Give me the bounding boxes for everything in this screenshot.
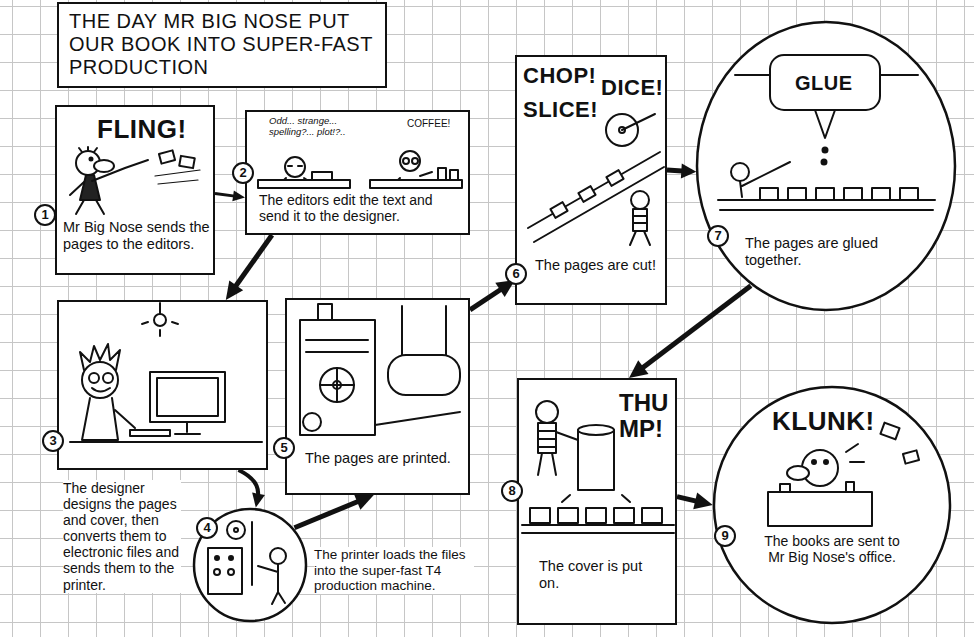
title-box: THE DAY MR BIG NOSE PUT OUR BOOK INTO SU… [57,2,387,88]
callout-number: 5 [273,437,295,459]
caption: The designer designs the pages and cover… [63,480,181,593]
arrow-head [226,280,243,300]
caption: The cover is put on. [539,558,659,591]
comic-panel: CHOP!SLICE!DICE!6The pages are cut! [515,55,667,305]
caption: The editors edit the text and send it to… [259,192,464,224]
circle-panel: GLUE 7 The pages are glued together. [695,20,957,312]
circle-panel: 4The printer loads the files into the su… [192,507,308,623]
callout-number: 9 [714,525,736,547]
arrow-shaft [294,500,362,528]
comic-panel: 5The pages are printed. [285,298,470,495]
sound-effect: FLING! [97,115,187,145]
speech-note: COFFEE! [407,118,465,130]
caption: The pages are glued together. [745,235,910,268]
speech-note: Odd... strange... spelling?... plot!?.. [269,116,347,138]
callout-number: 2 [232,162,254,184]
caption: The pages are cut! [535,257,660,274]
comic-panel: 3The designer designs the pages and cove… [57,300,268,470]
arrow-head [629,360,648,378]
mr-big-nose-at-desk [768,423,919,526]
caption: The books are sent to Mr Big Nose's offi… [757,533,907,565]
arrow-head [693,493,712,510]
arrow-head [232,190,245,201]
panel-outline-shape [714,387,950,623]
sound-effect: KLUNK! [772,407,875,437]
callout-number: 3 [42,430,64,452]
flow-arrow [470,280,515,310]
glue-machine [718,55,935,210]
callout-number: 6 [505,263,527,285]
flow-arrow [226,235,272,300]
panel-fills [55,21,956,625]
panel-outline-shape [194,509,306,621]
comic-panel: 8THU MP!The cover is put on. [517,378,677,625]
callout-number: 7 [707,225,729,247]
bottle-label: GLUE [795,72,853,95]
comic-panel: 1FLING!Mr Big Nose sends the pages to th… [55,105,215,275]
circle-panel: KLUNK! 9 The books are sent to Mr Big Nose… [712,385,952,625]
arrow-head [354,494,374,510]
sound-effect: SLICE! [523,97,598,122]
flow-arrow [294,494,373,528]
editors-at-desks [258,151,462,188]
flow-arrow [238,470,264,508]
designer-at-computer [70,303,262,442]
arrow-head [252,493,265,508]
arrow-shaft [639,286,751,371]
callout-number: 4 [196,517,218,539]
title-text: THE DAY MR BIG NOSE PUT OUR BOOK INTO SU… [69,10,375,79]
flow-arrow [677,493,713,510]
mr-big-nose-flinging [70,147,200,214]
caption: The pages are printed. [305,450,455,467]
arrow-shaft [470,287,504,310]
panel-outline-shape [697,22,955,310]
caption: The printer loads the files into the sup… [314,547,474,594]
printing-machine [300,304,460,435]
comic-panel: 2Odd... strange... spelling?... plot!?..… [245,110,470,235]
sound-effect: THU MP! [619,390,675,443]
callout-number: 1 [34,204,56,226]
printer-loading-machine [208,521,286,604]
sound-effect: CHOP! [523,63,596,88]
illustration [70,55,935,604]
cutting-machine [528,114,664,245]
caption: Mr Big Nose sends the pages to the edito… [63,219,211,252]
sound-effect: DICE! [601,75,663,100]
arrow-head [681,163,696,178]
flow-arrow [629,286,751,378]
flow-arrow [667,163,696,178]
callout-number: 8 [501,480,523,502]
flow-arrow [215,190,245,201]
arrow-shaft [233,235,272,290]
